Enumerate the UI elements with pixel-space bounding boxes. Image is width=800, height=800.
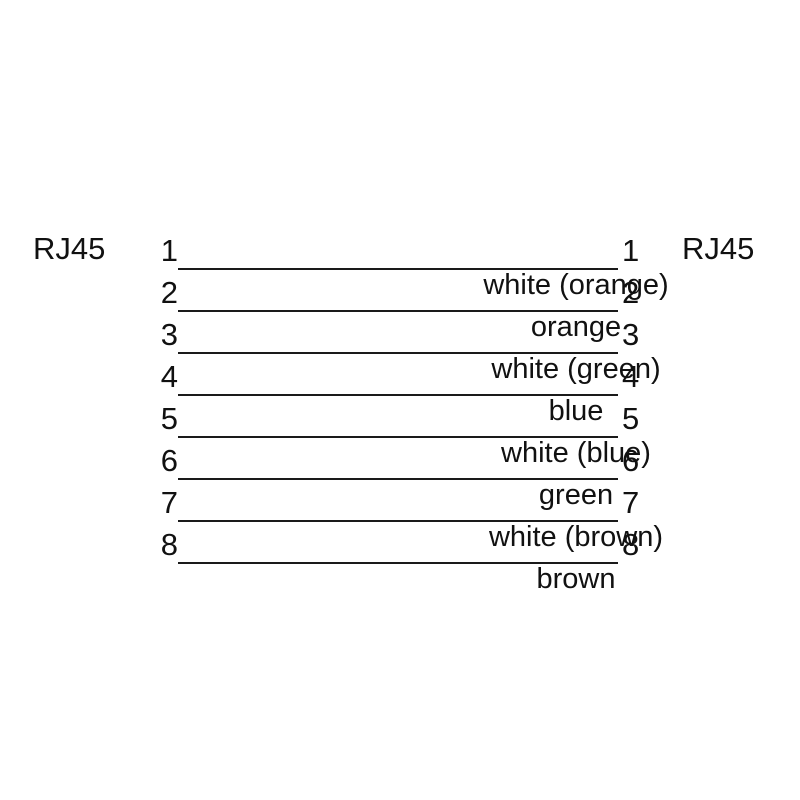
left-connector-label: RJ45 [33, 231, 106, 266]
left-pin-number: 6 [160, 443, 178, 478]
right-pin-number: 8 [622, 527, 640, 562]
wire-color-label: orange [530, 311, 622, 343]
right-pin-number: 2 [622, 275, 640, 310]
wire-color-label: white (blue) [501, 437, 651, 469]
left-pin-number: 2 [160, 275, 178, 310]
wire-color-label: brown [536, 563, 616, 595]
left-pin-number: 3 [160, 317, 178, 352]
wire-line: brown [178, 562, 618, 595]
right-pin-number: 1 [622, 233, 640, 268]
wire-color-label: blue [548, 395, 604, 427]
left-pin-number: 7 [160, 485, 178, 520]
wire-color-label: white (green) [491, 353, 661, 385]
wire-line: green [178, 478, 618, 511]
wire-color-label: green [538, 479, 614, 511]
right-pin-number: 3 [622, 317, 640, 352]
left-pin-number: 1 [160, 233, 178, 268]
wire-line: white (blue) [178, 436, 651, 469]
left-pin-number: 5 [160, 401, 178, 436]
wire-line: blue [178, 394, 618, 427]
wire-line: orange [178, 310, 621, 343]
wire-color-label: white (orange) [483, 269, 669, 301]
left-pin-number: 4 [160, 359, 178, 394]
right-pin-number: 7 [622, 485, 640, 520]
wire-row: 4 4 blue [0, 359, 800, 427]
wire-line: white (orange) [178, 268, 669, 301]
left-pin-number: 8 [160, 527, 178, 562]
right-pin-number: 5 [622, 401, 640, 436]
right-pin-number: 6 [622, 443, 640, 478]
wire-color-label: white (brown) [488, 521, 664, 553]
right-connector-label: RJ45 [682, 231, 755, 266]
wire-line: white (brown) [178, 520, 663, 553]
wire-line: white (green) [178, 352, 661, 385]
right-pin-number: 4 [622, 359, 640, 394]
